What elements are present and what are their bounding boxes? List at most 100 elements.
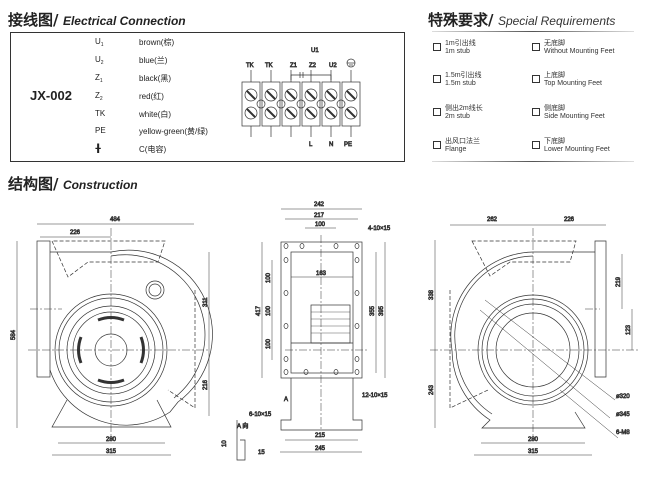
dim-pitch-1: 100 (266, 272, 272, 283)
checkbox[interactable] (532, 108, 540, 116)
mounting-hole (283, 369, 289, 375)
dim-245: 245 (315, 446, 326, 452)
legend-color-tk: white(白) (139, 110, 172, 119)
dim-d320: ø320 (616, 394, 630, 400)
dim-123: 123 (626, 324, 632, 335)
screw-icon (264, 88, 278, 102)
terminal-label-u2: U2 (329, 63, 337, 69)
legend-code-tk: TK (95, 109, 106, 118)
checkbox[interactable] (433, 75, 441, 83)
dim-15: 15 (258, 450, 265, 456)
screw-icon (264, 106, 278, 120)
checkbox[interactable] (433, 108, 441, 116)
rear-view-drawing (430, 224, 640, 456)
mounting-hole (333, 369, 339, 375)
electrical-title-en: Electrical Connection (62, 14, 186, 28)
screw-icon (324, 106, 338, 120)
legend-code-pe: PE (95, 126, 106, 135)
legend-color-z2: red(红) (139, 92, 164, 101)
dim-226: 226 (70, 230, 81, 236)
construction-title-cn: 结构图/ (8, 175, 59, 193)
terminal (321, 70, 346, 137)
holes-side-label: 12-10×15 (362, 393, 388, 399)
checkbox[interactable] (433, 43, 441, 51)
terminal (341, 70, 361, 137)
checkbox[interactable] (532, 141, 540, 149)
section-a-mark: A (284, 397, 288, 403)
legend-color-u2: blue(兰) (139, 56, 168, 65)
legend-code-u2: U2 (95, 55, 104, 66)
checkbox[interactable] (433, 141, 441, 149)
dim-243: 243 (429, 384, 435, 395)
terminal (281, 70, 306, 137)
terminal-label-pe: PE (344, 142, 352, 148)
screw-icon (284, 106, 298, 120)
mounting-hole (283, 323, 289, 329)
dim-215: 215 (315, 433, 326, 439)
terminal (261, 70, 286, 137)
holes-foot-label: 6-10×15 (249, 412, 272, 418)
side-view-drawing (236, 208, 386, 461)
dim-355: 355 (370, 305, 376, 316)
screw-icon (324, 88, 338, 102)
dim-226-right: 226 (564, 217, 575, 223)
divider (432, 161, 634, 162)
dim-10: 10 (222, 440, 228, 447)
special-title-en: Special Requirements (497, 14, 616, 28)
checkbox[interactable] (532, 43, 540, 51)
divider (432, 31, 634, 32)
mounting-hole (354, 257, 360, 263)
dim-216: 216 (203, 379, 209, 390)
mounting-hole (333, 243, 339, 249)
mounting-hole (354, 369, 360, 375)
mounting-hole (283, 356, 289, 362)
mounting-hole (354, 290, 360, 296)
dim-219: 219 (616, 276, 622, 287)
dim-338: 338 (429, 289, 435, 300)
dim-417: 417 (256, 305, 262, 316)
electrical-box (10, 32, 405, 162)
dim-242: 242 (314, 202, 325, 208)
mounting-hole (283, 290, 289, 296)
terminal-block: TK TK Z1 Z2 U1 U2 L N PE (241, 48, 361, 148)
screw-icon (304, 88, 318, 102)
special-title: 特殊要求/ Special Requirements (428, 9, 615, 30)
dim-280: 280 (106, 437, 117, 443)
construction-title-en: Construction (62, 178, 138, 192)
construction-title: 结构图/ Construction (8, 173, 138, 194)
holes-top-label: 4-10×15 (368, 226, 391, 232)
front-view-drawing (16, 223, 213, 456)
legend-color-z1: black(黑) (139, 74, 172, 83)
mounting-hole (283, 243, 289, 249)
dim-484: 484 (110, 217, 121, 223)
terminal-label-z1: Z1 (290, 63, 298, 69)
mounting-hole (283, 257, 289, 263)
screw-icon (344, 88, 358, 102)
bolt-6-m8: 6-M8 (616, 430, 630, 436)
dim-395: 395 (379, 305, 385, 316)
dim-163: 163 (316, 271, 327, 277)
dim-100: 100 (315, 222, 326, 228)
screw-icon (244, 106, 258, 120)
legend-color-u1: brown(棕) (139, 38, 175, 47)
dim-311: 311 (203, 297, 209, 307)
mounting-hole (354, 356, 360, 362)
dim-217: 217 (314, 213, 325, 219)
screw-icon (284, 88, 298, 102)
dim-584: 584 (11, 329, 17, 340)
terminal-label-u1: U1 (311, 48, 319, 54)
model-label: JX-002 (30, 88, 72, 103)
checkbox[interactable] (532, 75, 540, 83)
ground-icon (346, 58, 356, 68)
dim-315: 315 (106, 449, 117, 455)
special-title-cn: 特殊要求/ (428, 11, 494, 29)
mounting-hole (354, 243, 360, 249)
terminal-label-l: L (309, 142, 313, 148)
dim-d345: ø345 (616, 412, 630, 418)
screw-icon (244, 88, 258, 102)
capacitor-icon: -||- (95, 143, 101, 154)
mounting-hole (303, 369, 309, 375)
terminal-label-tk2: TK (265, 63, 273, 69)
legend-code-z1: Z1 (95, 73, 103, 84)
